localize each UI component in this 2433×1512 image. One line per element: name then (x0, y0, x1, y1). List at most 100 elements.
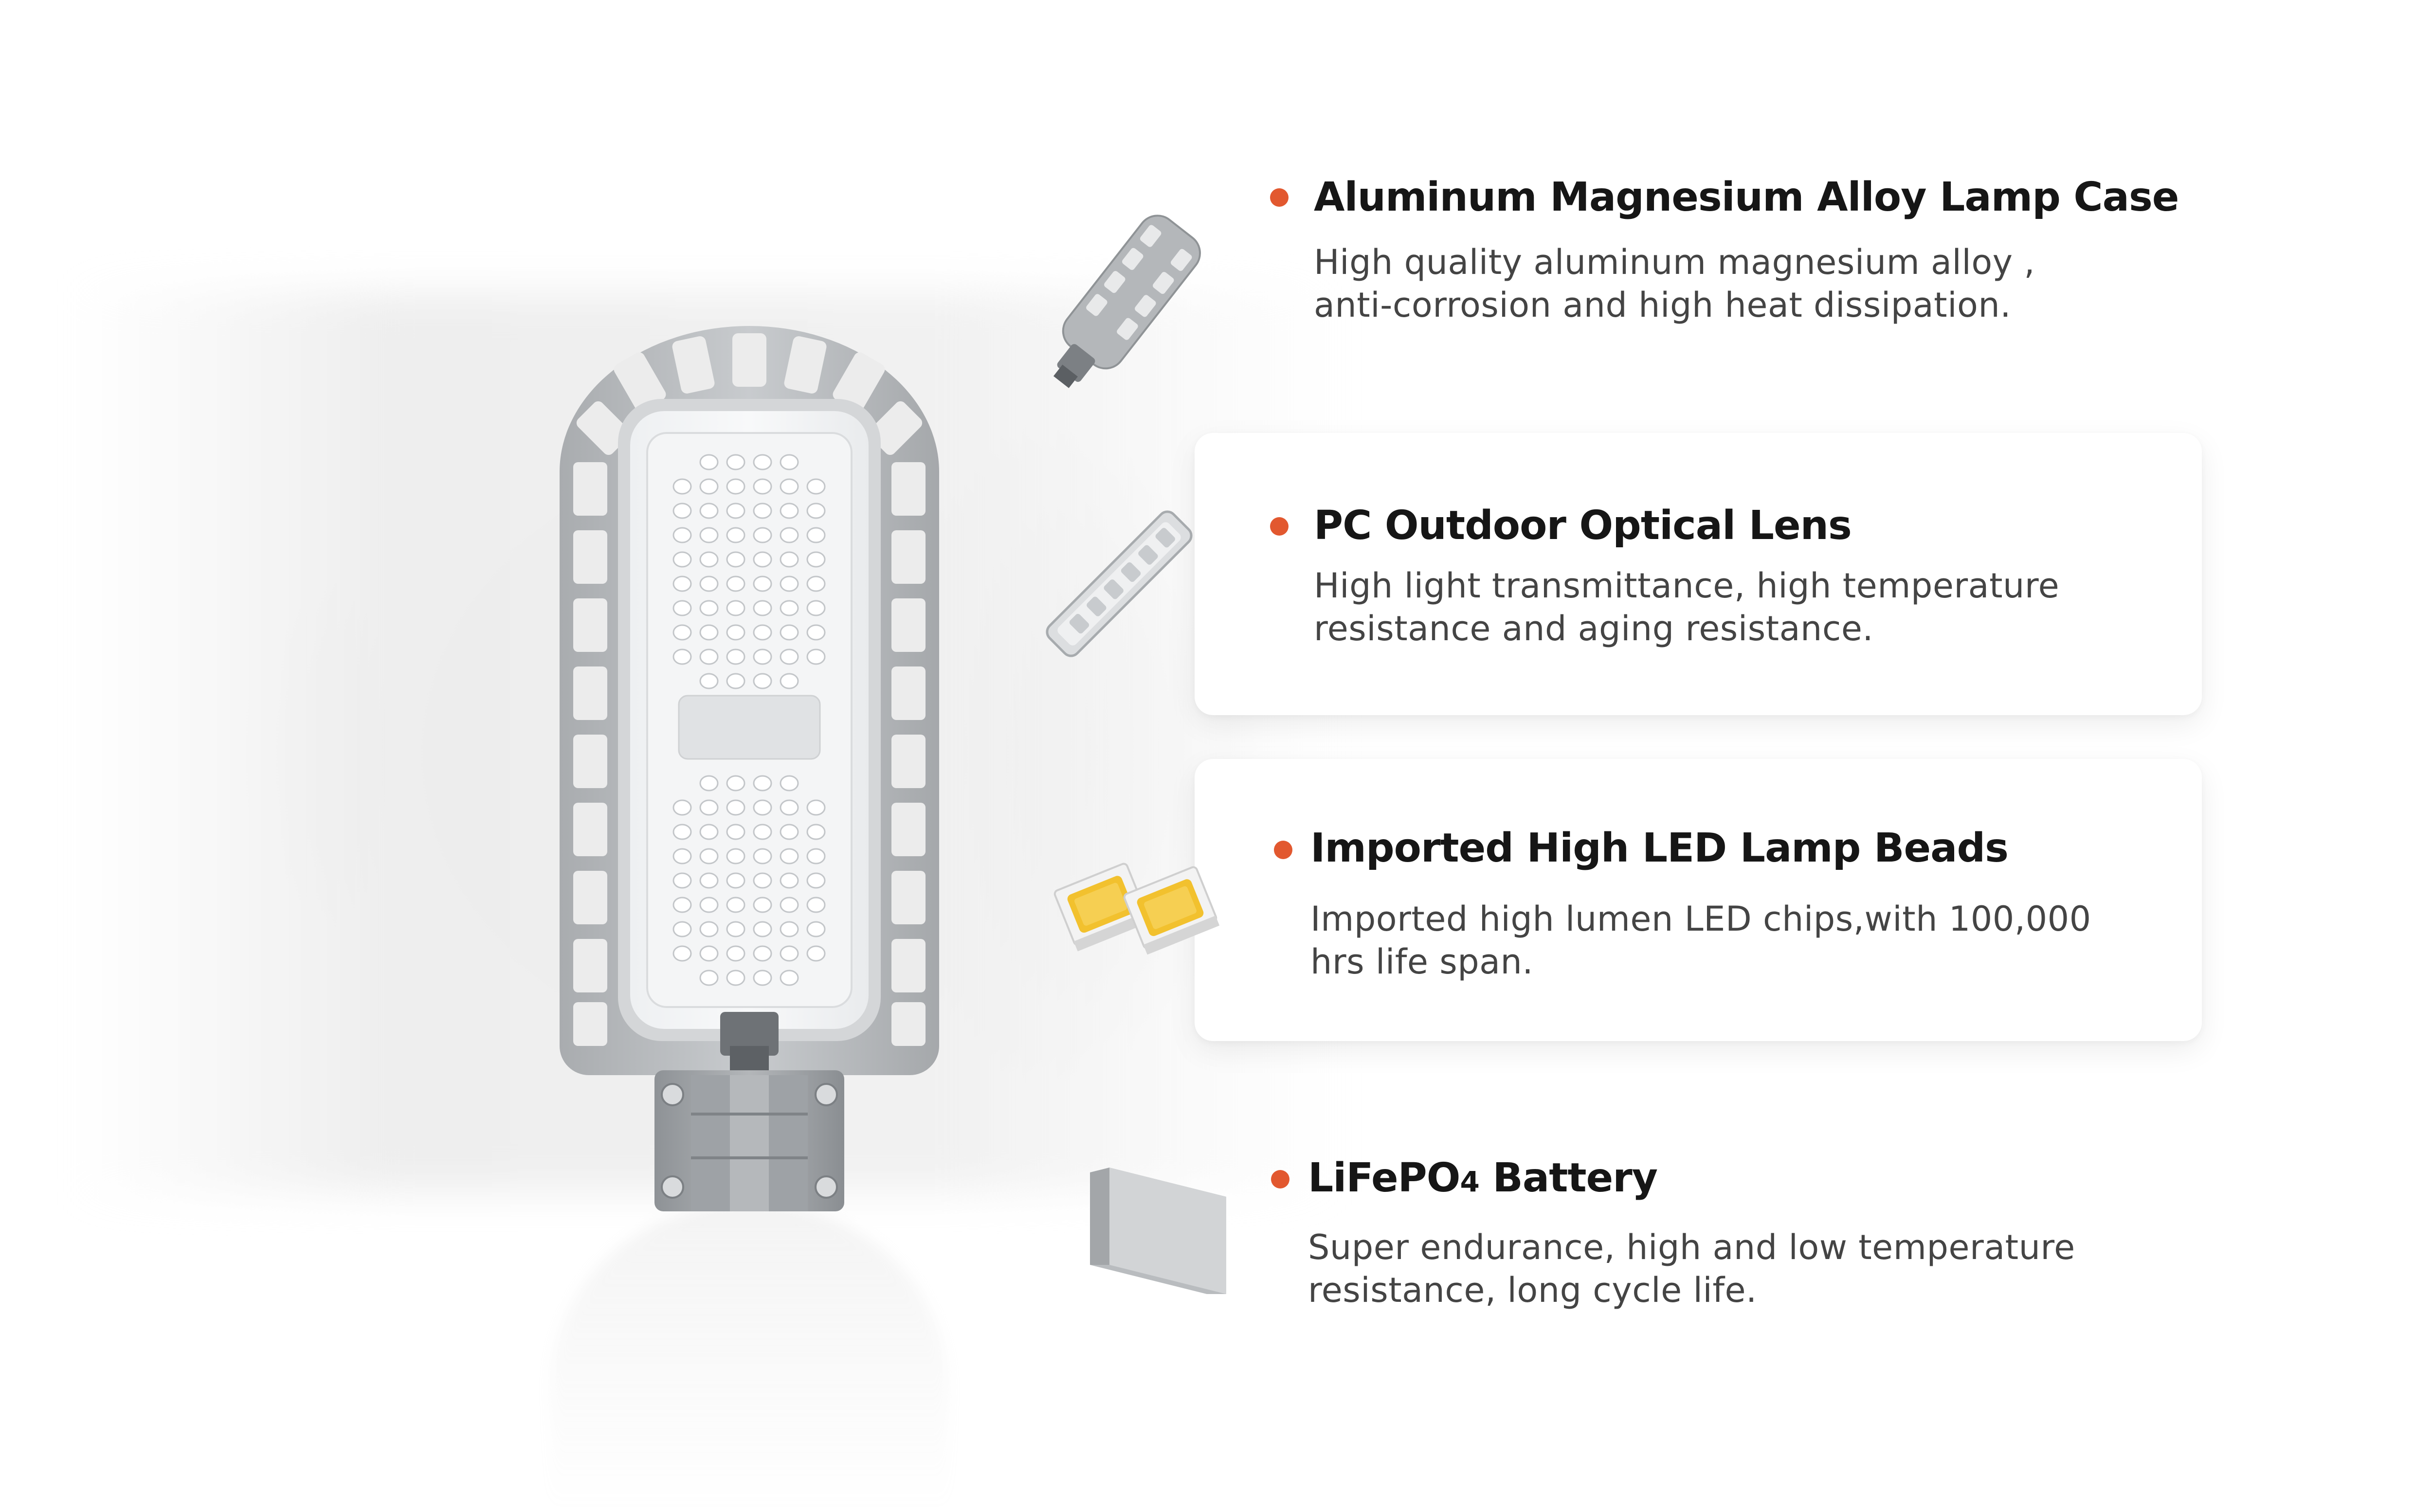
led-bead (726, 527, 745, 543)
led-bead (672, 600, 692, 616)
led-bead (806, 478, 826, 495)
feature-title: LiFePO4 Battery (1308, 1155, 1658, 1201)
led-bead (672, 527, 692, 543)
led-bead (780, 775, 799, 792)
led-bead (780, 799, 799, 816)
feature-title-text: Battery (1479, 1155, 1658, 1201)
led-bead (753, 872, 772, 889)
led-bead (780, 551, 799, 568)
led-bead (780, 824, 799, 840)
bullet-dot (1270, 517, 1289, 536)
feature-description-line: anti-corrosion and high heat dissipation… (1314, 285, 2011, 325)
led-bead (699, 970, 719, 986)
led-bead (753, 921, 772, 937)
led-bead (726, 945, 745, 962)
led-bead (726, 576, 745, 592)
led-bead (726, 824, 745, 840)
led-bead (672, 799, 692, 816)
led-bead (699, 600, 719, 616)
led-bead (780, 576, 799, 592)
optical-lens-icon (1046, 510, 1193, 657)
led-bead (672, 945, 692, 962)
led-bead (672, 624, 692, 641)
led-chip-icon (1053, 863, 1220, 955)
feature-card-led-beads (1195, 759, 2202, 1041)
led-bead (672, 551, 692, 568)
led-bead (780, 921, 799, 937)
led-bead (753, 945, 772, 962)
led-bead (672, 503, 692, 519)
led-bead (726, 551, 745, 568)
bullet-dot (1270, 188, 1289, 207)
led-bead (753, 478, 772, 495)
led-bead (726, 454, 745, 470)
led-bead (672, 824, 692, 840)
led-bead (699, 775, 719, 792)
lamp-reflection (550, 1206, 949, 1512)
feature-description-line: resistance and aging resistance. (1314, 609, 1874, 648)
led-bead (806, 576, 826, 592)
led-bead (753, 454, 772, 470)
led-bead (806, 799, 826, 816)
feature-description-line: Imported high lumen LED chips,with 100,0… (1310, 899, 2091, 939)
feature-title-text: LiFePO (1308, 1155, 1460, 1201)
led-bead (699, 799, 719, 816)
led-bead (806, 897, 826, 913)
led-bead (726, 648, 745, 665)
led-bead (699, 478, 719, 495)
led-bead (753, 624, 772, 641)
led-bead (806, 921, 826, 937)
led-bead (753, 527, 772, 543)
led-bead (726, 503, 745, 519)
led-bead (726, 775, 745, 792)
led-bead (699, 673, 719, 689)
led-bead (806, 624, 826, 641)
led-bead (806, 848, 826, 864)
led-bead (699, 648, 719, 665)
feature-title: Aluminum Magnesium Alloy Lamp Case (1314, 174, 2179, 220)
bullet-dot (1274, 841, 1292, 859)
led-bead (699, 576, 719, 592)
lamp-case-icon (1053, 215, 1201, 388)
led-bead (726, 478, 745, 495)
led-bead (806, 600, 826, 616)
led-bead (753, 848, 772, 864)
led-bead (780, 527, 799, 543)
led-bead (699, 872, 719, 889)
led-bead (726, 921, 745, 937)
led-bead (780, 897, 799, 913)
led-bead (699, 527, 719, 543)
led-bead (726, 970, 745, 986)
led-bead (753, 824, 772, 840)
led-bead (699, 503, 719, 519)
feature-description: High quality aluminum magnesium alloy , … (1314, 241, 2190, 326)
led-bead (672, 872, 692, 889)
led-bead (806, 648, 826, 665)
led-bead (753, 600, 772, 616)
led-bead (806, 503, 826, 519)
led-bead (726, 848, 745, 864)
led-bead (806, 945, 826, 962)
feature-description-line: Super endurance, high and low temperatur… (1308, 1227, 2075, 1267)
feature-title: Imported High LED Lamp Beads (1310, 825, 2009, 871)
led-bead (780, 503, 799, 519)
led-bead (699, 454, 719, 470)
led-bead (753, 775, 772, 792)
battery-icon (1090, 1168, 1226, 1294)
led-bead (726, 897, 745, 913)
feature-title-subscript: 4 (1460, 1165, 1479, 1198)
led-bead (780, 478, 799, 495)
led-bead (699, 551, 719, 568)
led-bead (806, 824, 826, 840)
led-bead (806, 527, 826, 543)
led-bead (699, 897, 719, 913)
led-bead (780, 848, 799, 864)
feature-description: Imported high lumen LED chips,with 100,0… (1310, 898, 2186, 983)
led-bead (780, 970, 799, 986)
street-lamp-illustration (560, 326, 939, 1211)
led-bead (806, 551, 826, 568)
led-bead (753, 799, 772, 816)
led-bead (726, 872, 745, 889)
led-bead (753, 551, 772, 568)
